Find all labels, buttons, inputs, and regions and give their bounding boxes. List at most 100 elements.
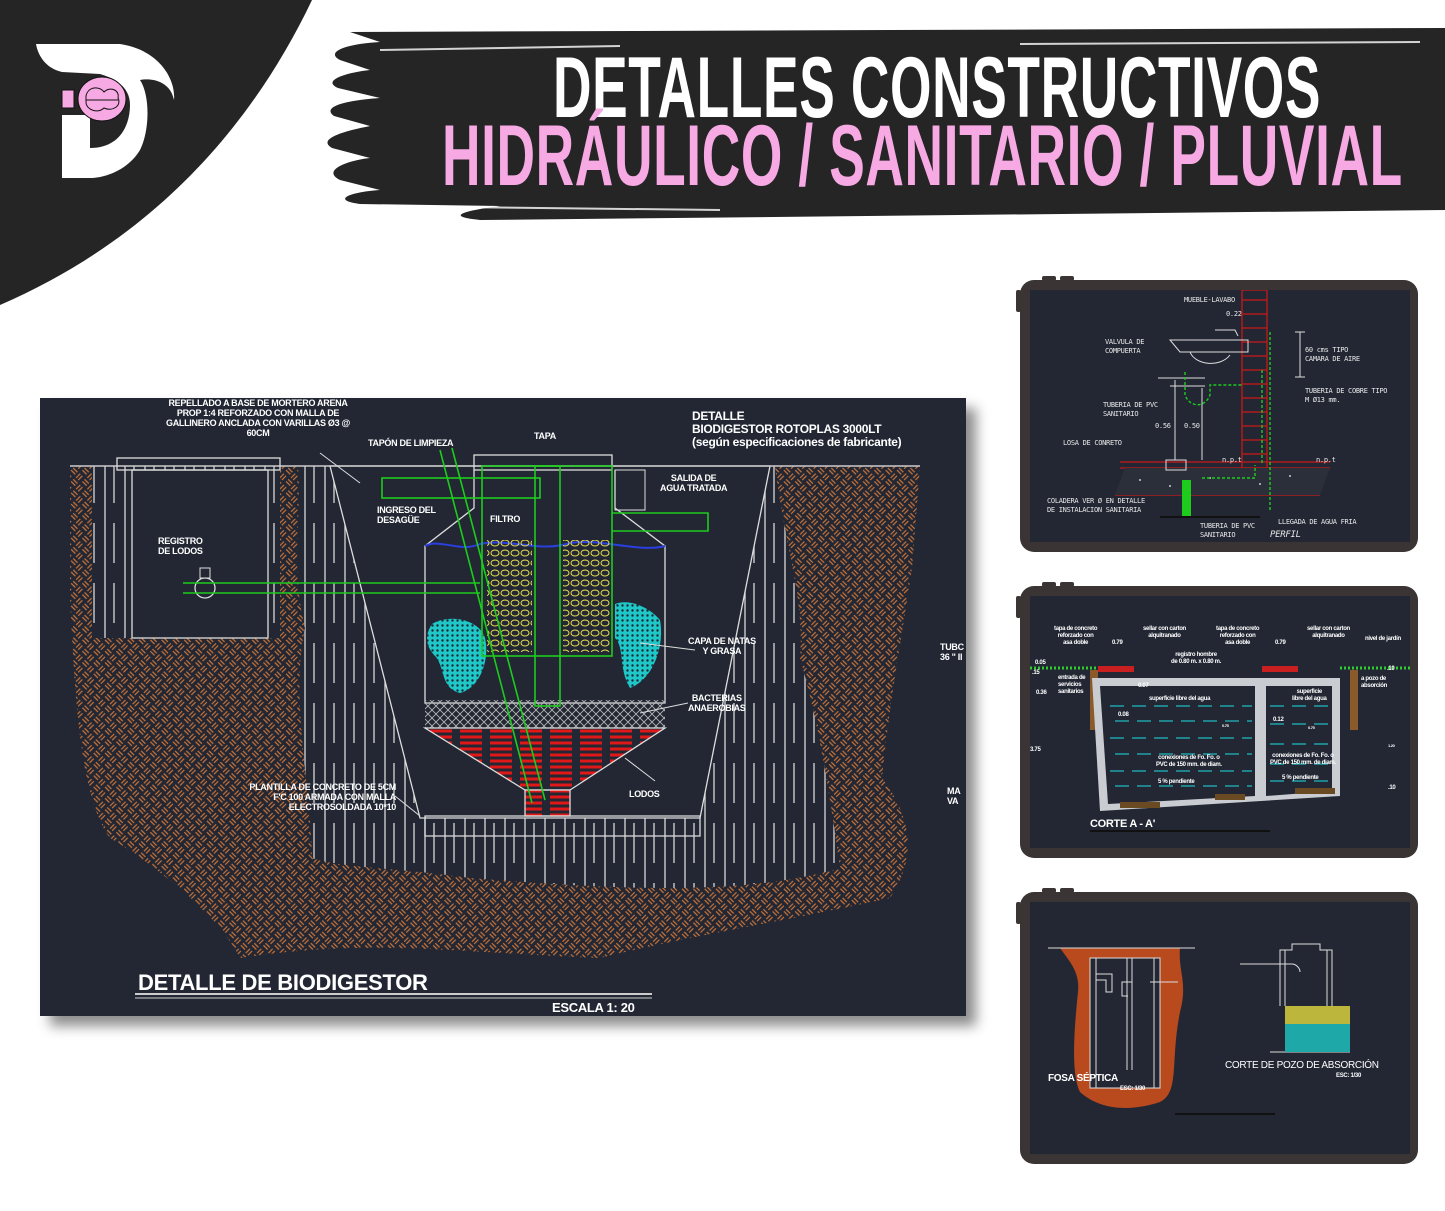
header-title: DETALLES CONSTRUCTIVOS bbox=[553, 40, 1322, 136]
label-registro: REGISTRO DE LODOS bbox=[158, 536, 203, 556]
salida-line: AGUA TRATADA bbox=[660, 483, 728, 493]
label-npt-2: n.p.t bbox=[1316, 456, 1336, 464]
dim-008: 0.08 bbox=[1118, 712, 1129, 718]
entrada-line: sanitarios bbox=[1058, 689, 1084, 695]
registro-line: de 0.80 m. x 0.80 m. bbox=[1171, 659, 1222, 665]
corte-cad-graphic bbox=[1030, 666, 1410, 832]
conexiones-line: conexiones de Fo. Fo. o bbox=[1272, 753, 1334, 759]
label-salida: SALIDA DE AGUA TRATADA bbox=[660, 473, 728, 493]
biodigestor-cad-graphic bbox=[70, 447, 920, 999]
conexiones-line: PVC de 150 mm. de diam. bbox=[1156, 762, 1222, 768]
camara-line: CAMARA DE AIRE bbox=[1305, 355, 1360, 363]
dim-005: 0.05 bbox=[1035, 660, 1046, 666]
header-brush-banner bbox=[327, 28, 1445, 220]
dim-022: 0.22 bbox=[1226, 310, 1242, 318]
natas-line: CAPA DE NATAS bbox=[688, 636, 756, 646]
label-filtro: FILTRO bbox=[490, 514, 521, 524]
ingreso-line: DESAGÜE bbox=[377, 515, 420, 525]
fosa-title: FOSA SÉPTICA bbox=[1048, 1073, 1118, 1084]
title-underline bbox=[135, 993, 652, 999]
bacterias-line: ANAEROBIAS bbox=[688, 703, 746, 713]
cobre-line: M Ø13 mm. bbox=[1305, 396, 1341, 404]
cobre-line: TUBERIA DE COBRE TIPO bbox=[1305, 387, 1388, 395]
coladera-line: DE INSTALACION SANITARIA bbox=[1047, 506, 1141, 514]
superficie-line: superficie bbox=[1296, 689, 1323, 695]
plantilla-line: PLANTILLA DE CONCRETO DE 5CM bbox=[249, 782, 396, 792]
label-bacterias: BACTERIAS ANAEROBIAS bbox=[688, 693, 746, 713]
dim-375: 3.75 bbox=[1030, 747, 1041, 753]
sellar-line: sellar con carton bbox=[1307, 626, 1350, 632]
tapa-line: tapa de concreto bbox=[1216, 626, 1260, 632]
label-mueble: MUEBLE-LAVABO bbox=[1184, 296, 1235, 304]
dim-075-2: 0.75 bbox=[1308, 725, 1315, 730]
label-tapa: TAPA bbox=[534, 431, 556, 441]
tapa-line: reforzado con bbox=[1057, 633, 1094, 639]
fosa-scale: ESC: 1/30 bbox=[1120, 1086, 1145, 1092]
brand-logo bbox=[36, 44, 175, 178]
lavabo-cad-graphic bbox=[1115, 290, 1330, 518]
label-plantilla: PLANTILLA DE CONCRETO DE 5CM F'C 100 ARM… bbox=[240, 782, 396, 812]
dim-10-top: .10 bbox=[1387, 666, 1395, 672]
pozo-title: CORTE DE POZO DE ABSORCIÓN bbox=[1225, 1060, 1379, 1071]
corte-title: CORTE A - A' bbox=[1090, 818, 1156, 830]
note-line: PROP 1:4 REFORZADO CON MALLA DE bbox=[176, 408, 340, 418]
conexiones-line: conexiones de Fo. Fo. o bbox=[1158, 755, 1220, 761]
valvula-line: COMPUERTA bbox=[1105, 347, 1141, 355]
ingreso-line: INGRESO DEL bbox=[377, 505, 436, 515]
pvc-line: SANITARIO bbox=[1103, 410, 1139, 418]
dim-056: 0.56 bbox=[1155, 422, 1171, 430]
label-ingreso: INGRESO DEL DESAGÜE bbox=[377, 505, 436, 525]
lightbulb-brain-icon bbox=[61, 76, 127, 122]
cut-line: VA bbox=[947, 796, 959, 806]
bacterias-line: BACTERIAS bbox=[691, 693, 742, 703]
dim-075-1: 0.75 bbox=[1222, 723, 1229, 728]
dim-007: 0.07 bbox=[1138, 683, 1149, 689]
entrada-line: servicios bbox=[1058, 682, 1082, 688]
fosa-cad-graphic bbox=[1048, 943, 1350, 1115]
note-line: GALLINERO ANCLADA CON VARILLAS Ø3 @ bbox=[166, 418, 350, 428]
label-llegada: LLEGADA DE AGUA FRIA bbox=[1278, 518, 1357, 526]
cut-line: 36 " II bbox=[940, 652, 963, 662]
tapa-line: tapa de concreto bbox=[1054, 626, 1098, 632]
dim-079-2: 0.79 bbox=[1275, 640, 1286, 646]
detalle-line: (según especificaciones de fabricante) bbox=[692, 435, 902, 449]
plantilla-line: F'C 100 ARMADA CON MALLA bbox=[273, 792, 396, 802]
drawing-scale: ESCALA 1: 20 bbox=[552, 1000, 635, 1015]
tablet-fosa: FOSA SÉPTICA ESC: 1/30 CORTE DE POZO DE … bbox=[1016, 888, 1418, 1164]
entrada-line: entrada de bbox=[1058, 675, 1086, 681]
cut-line: TUBC bbox=[940, 642, 964, 652]
tapa-line: asa doble bbox=[1063, 640, 1089, 646]
note-line: REPELLADO A BASE DE MORTERO ARENA bbox=[168, 398, 348, 408]
label-detalle: DETALLE BIODIGESTOR ROTOPLAS 3000LT (seg… bbox=[692, 410, 902, 449]
pvc-line: TUBERIA DE PVC bbox=[1200, 522, 1255, 530]
tapa-line: asa doble bbox=[1225, 640, 1251, 646]
corner-dark-shape bbox=[0, 0, 312, 305]
label-cut-right-bottom: MA VA bbox=[947, 786, 961, 806]
label-tapon: TAPÓN DE LIMPIEZA bbox=[368, 438, 454, 448]
label-superficie: superficie libre del agua bbox=[1149, 696, 1211, 702]
salida-line: SALIDA DE bbox=[670, 473, 717, 483]
label-cut-right-top: TUBC 36 " II bbox=[940, 642, 964, 662]
tapa-line: reforzado con bbox=[1219, 633, 1256, 639]
label-pendiente-1: 5 % pendiente bbox=[1158, 779, 1195, 785]
pozo-scale: ESC: 1/30 bbox=[1336, 1073, 1361, 1079]
label-perfil: PERFIL bbox=[1270, 530, 1301, 540]
label-npt: n.p.t bbox=[1222, 456, 1242, 464]
pozo-line: absorción bbox=[1361, 683, 1387, 689]
label-losa: LOSA DE CONRETO bbox=[1063, 439, 1122, 447]
